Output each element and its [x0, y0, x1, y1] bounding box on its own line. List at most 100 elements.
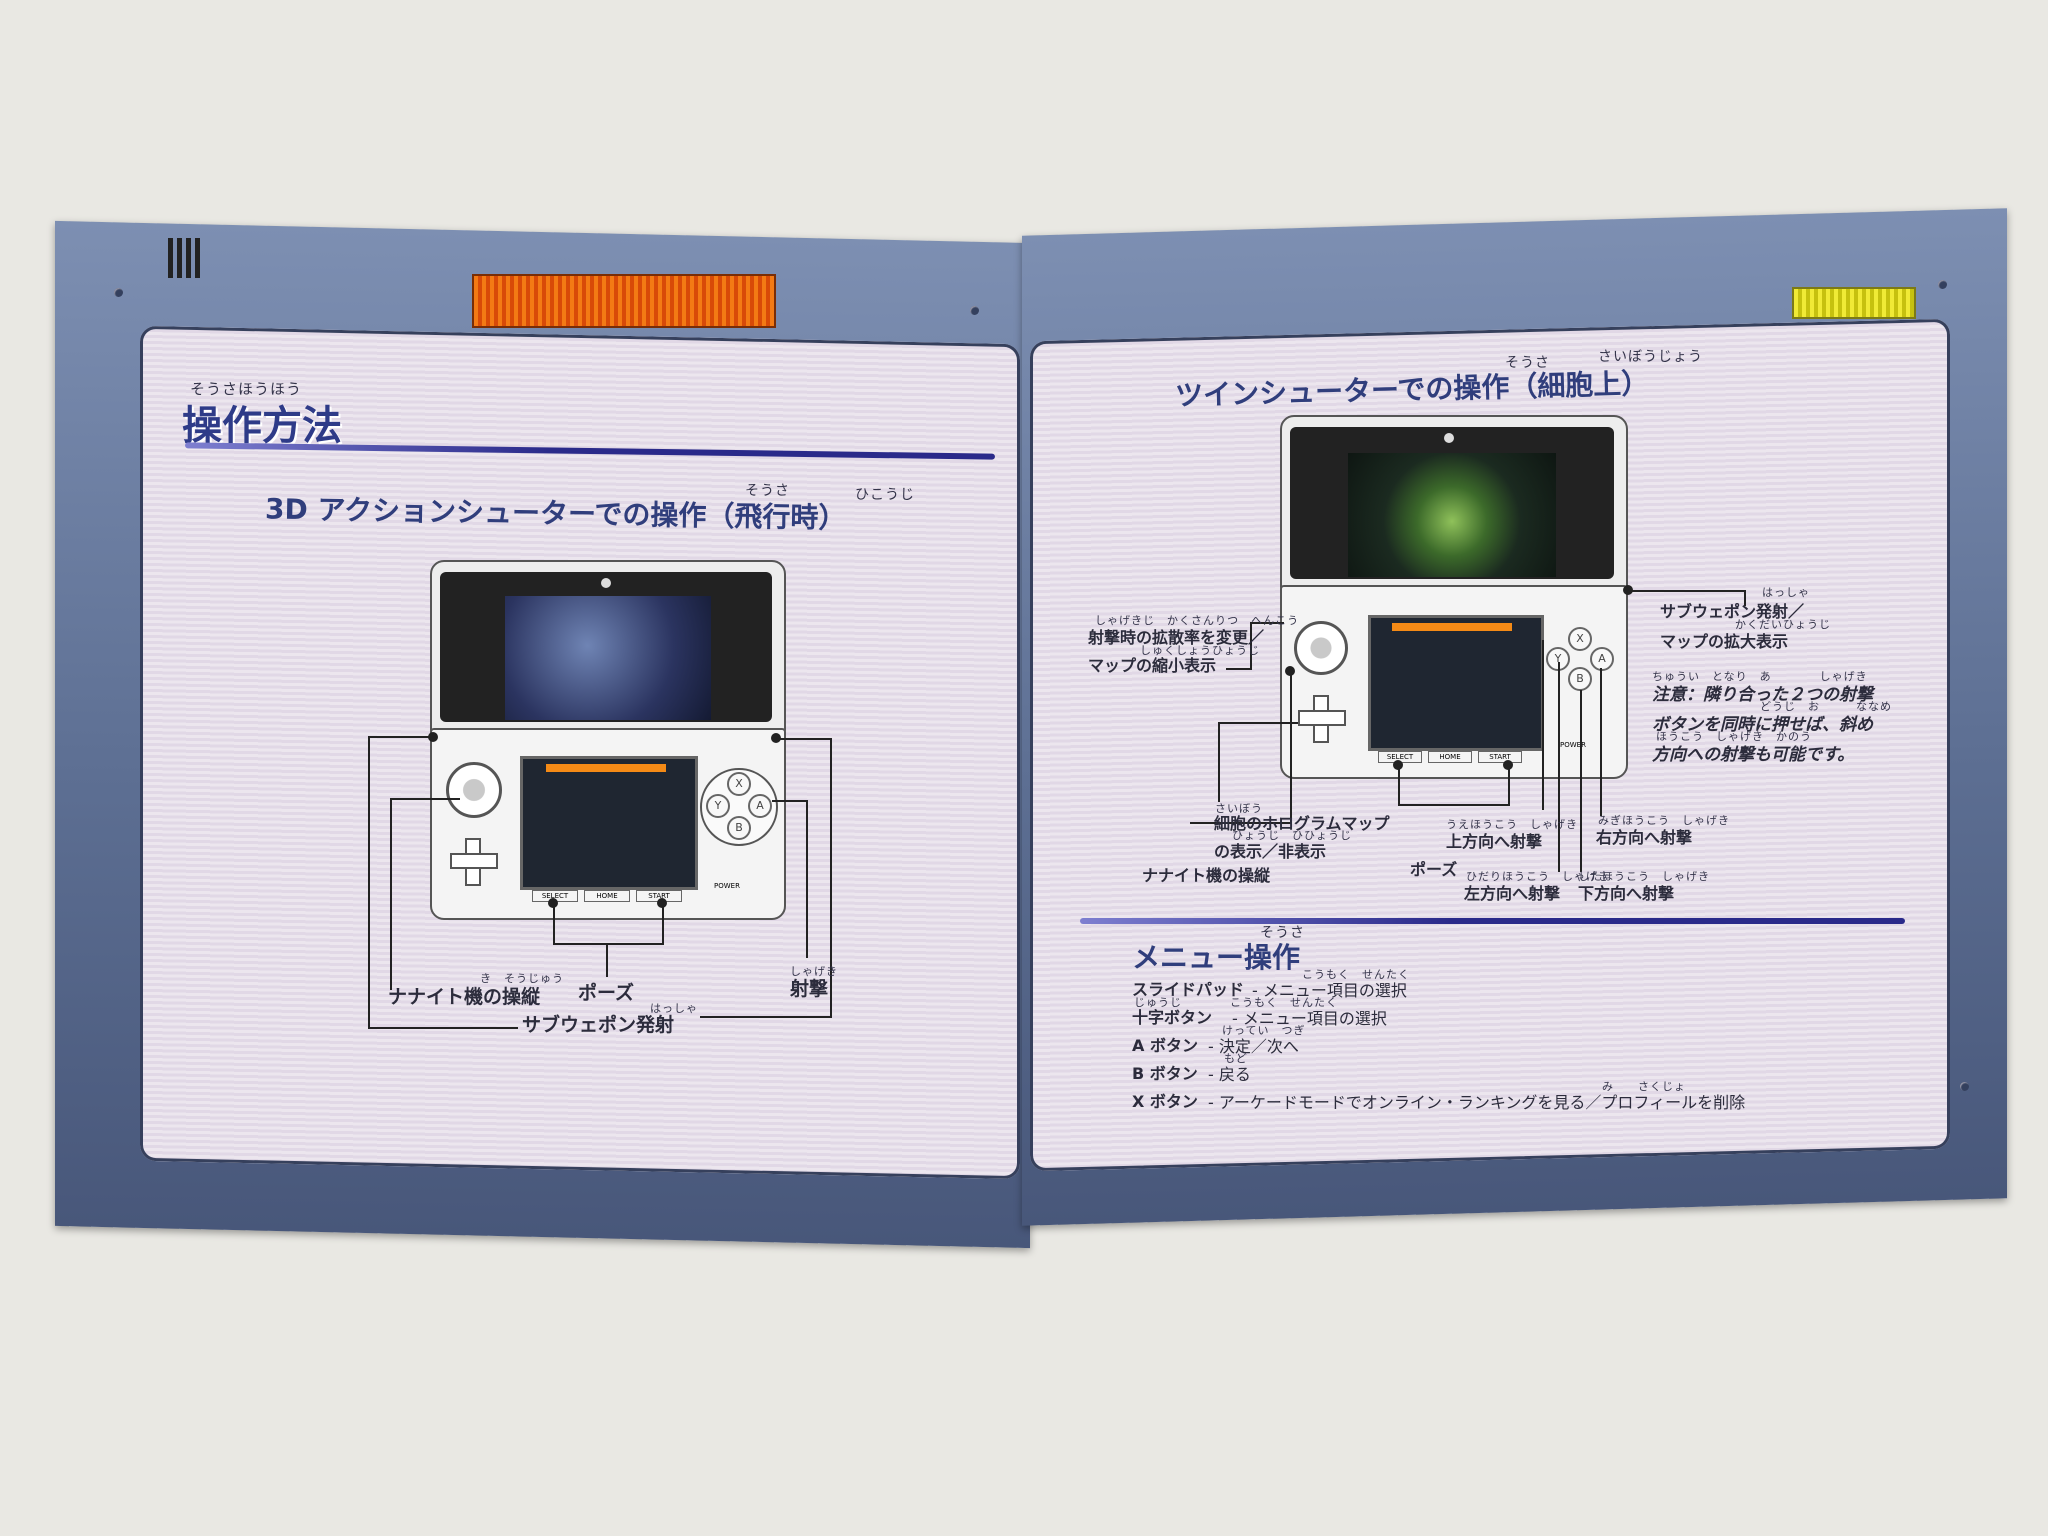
callout-line [368, 736, 433, 738]
callout-line [1226, 668, 1252, 670]
dpad-icon [1298, 695, 1346, 743]
down-label-ruby: したほうこう しゃげき [1578, 870, 1710, 883]
menu-list: こうもく せんたく スライドパッド - メニュー項目の選択 じゅうじ こうもく … [1132, 968, 1912, 1112]
zoom-out-label-2: マップの縮小表示 [1088, 656, 1217, 675]
top-screen [1348, 453, 1556, 577]
callout-line [1558, 662, 1560, 872]
zoom-out-label-1: 射撃時の拡散率を変更／ [1088, 628, 1265, 647]
callout-line [390, 798, 392, 990]
callout-line [776, 738, 832, 740]
pause-right-label: ポーズ [1410, 860, 1458, 879]
callout-line [1290, 672, 1292, 824]
menu-item-key: A ボタン [1132, 1036, 1198, 1055]
move-label-ruby: き そうじゅう [480, 972, 564, 985]
callout-dot [1503, 760, 1513, 770]
home-button: HOME [1428, 751, 1472, 763]
top-screen [505, 596, 711, 720]
menu-item-ruby: こうもく せんたく [1302, 968, 1410, 981]
3ds-device-right: X Y A B SELECT HOME START POWER [1278, 415, 1628, 779]
callout-line [700, 1016, 832, 1018]
down-label: 下方向へ射撃 [1578, 884, 1675, 903]
zoom-out-label-1-ruby: しゃげきじ かくさんりつ へんこう [1095, 614, 1300, 627]
callout-line [368, 1027, 518, 1029]
right-heading-ruby-2: さいぼうじょう [1598, 349, 1703, 365]
menu-item-key: 十字ボタン [1132, 1008, 1213, 1027]
up-label-ruby: うえほうこう しゃげき [1446, 818, 1578, 831]
callout-line [606, 943, 608, 977]
hologram-label-1: 細胞のホログラムマップ [1214, 814, 1390, 833]
callout-dot [428, 732, 438, 742]
callout-line [1744, 590, 1746, 606]
start-button: START [1478, 751, 1522, 763]
move-right-label: ナナイト機の操縦 [1142, 866, 1271, 885]
callout-dot [548, 898, 558, 908]
x-button: X [727, 772, 751, 796]
camera-icon [1444, 433, 1454, 443]
yellow-light-panel [1792, 287, 1916, 319]
callout-line [390, 798, 460, 800]
menu-item-key: スライドパッド [1132, 980, 1245, 999]
callout-line [368, 736, 370, 1029]
right-label-ruby: みぎほうこう しゃげき [1598, 814, 1730, 827]
touch-screen-bar [1392, 623, 1512, 631]
hologram-label-1-ruby: さいぼう [1215, 802, 1263, 815]
screw [1938, 280, 1947, 289]
callout-line [1542, 640, 1544, 810]
screw [970, 306, 979, 315]
menu-heading-ruby: そうさ [1260, 925, 1305, 941]
hologram-label-2-ruby: ひょうじ ひひょうじ [1232, 829, 1352, 842]
a-button: A [748, 794, 772, 818]
left-label-ruby: ひだりほうこう しゃげき [1466, 870, 1610, 883]
callout-line [830, 738, 832, 1018]
callout-line [662, 905, 664, 945]
callout-dot [1285, 666, 1295, 676]
note-line3-ruby: ほうこう しゃげき かのう [1656, 730, 1812, 743]
menu-item: み さくじょ X ボタン - アーケードモードでオンライン・ランキングを見る／プ… [1132, 1080, 1912, 1112]
note-line2: ボタンを同時に押せば、斜め [1652, 715, 1873, 735]
callout-line [1250, 622, 1284, 624]
menu-item: けってい つぎ A ボタン - 決定／次へ [1132, 1024, 1912, 1056]
callout-line [806, 800, 808, 958]
callout-line [553, 943, 663, 945]
menu-item-desc: - メニュー項目の選択 [1252, 981, 1407, 1000]
circle-pad [446, 762, 502, 818]
callout-line [772, 800, 808, 802]
touch-screen [1368, 615, 1544, 751]
callout-dot [771, 733, 781, 743]
subweapon-label: サブウェポン発射 [522, 1014, 675, 1036]
power-label: POWER [714, 882, 740, 890]
subweapon-right-label-2: マップの拡大表示 [1660, 632, 1789, 651]
shoot-label: 射撃 [790, 978, 829, 1000]
a-button: A [1590, 647, 1614, 671]
note-line1-ruby: ちゅうい となり あ しゃげき [1652, 670, 1868, 683]
callout-line [1250, 622, 1252, 668]
menu-item-key: B ボタン [1132, 1064, 1198, 1083]
section-title-ruby: そうさほうほう [190, 380, 303, 398]
move-label: ナナイト機の操縦 [388, 986, 541, 1008]
callout-line [1628, 590, 1746, 592]
subweapon-right-label-1: サブウェポン発射／ [1660, 602, 1805, 621]
menu-rule [1080, 918, 1905, 924]
right-label: 右方向へ射撃 [1596, 828, 1693, 847]
section-title: 操作方法 [182, 403, 342, 449]
menu-item-desc: - メニュー項目の選択 [1232, 1009, 1387, 1028]
touch-screen-bar [546, 764, 666, 772]
camera-icon [601, 578, 611, 588]
callout-line [1600, 668, 1602, 816]
x-button: X [1568, 627, 1592, 651]
3ds-device-left: X Y A B SELECT HOME START POWER [428, 560, 788, 920]
menu-item-key: X ボタン [1132, 1092, 1198, 1111]
circle-pad [1294, 621, 1348, 675]
orange-light-panel [472, 274, 776, 328]
menu-item: もど B ボタン - 戻る [1132, 1052, 1912, 1084]
screw [114, 288, 123, 297]
callout-line [1398, 766, 1400, 806]
callout-dot [1623, 585, 1633, 595]
y-button: Y [706, 794, 730, 818]
left-heading-ruby-1: そうさ [745, 483, 790, 499]
shoot-label-ruby: しゃげき [790, 965, 838, 978]
touch-screen [520, 756, 698, 890]
note-line2-ruby: どうじ お ななめ [1760, 700, 1892, 713]
right-heading-ruby-1: そうさ [1505, 355, 1550, 371]
left-label: 左方向へ射撃 [1464, 884, 1561, 903]
